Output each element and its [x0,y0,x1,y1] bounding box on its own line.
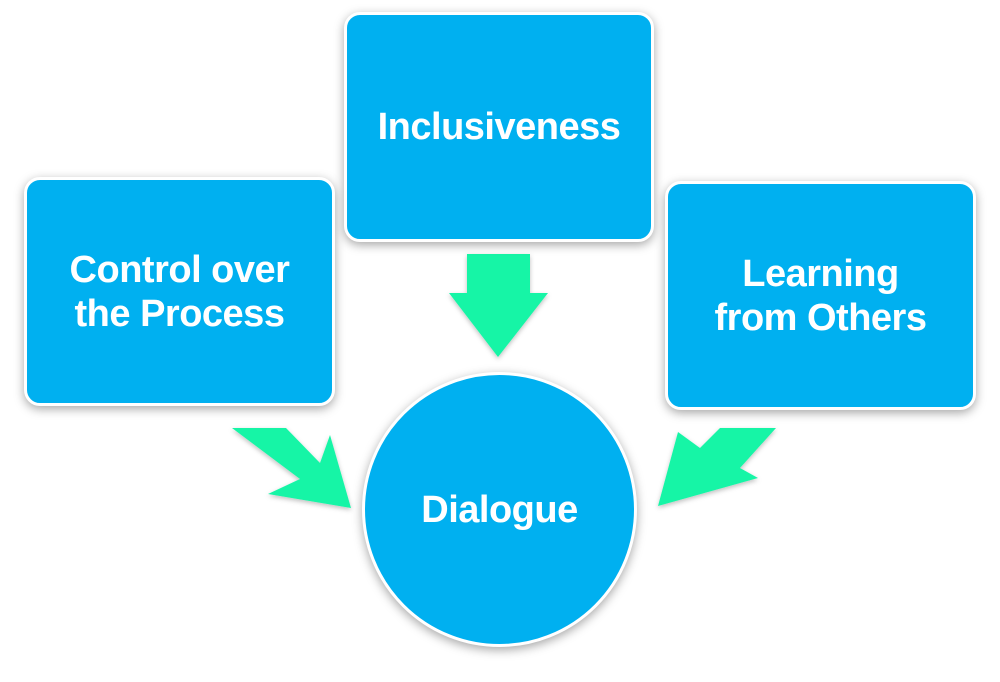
arrow-down-icon [449,254,548,357]
inclusiveness-box: Inclusiveness [344,12,654,242]
inclusiveness-label: Inclusiveness [377,106,621,148]
dialogue-label: Dialogue [421,488,578,531]
learning-from-others-box: Learning from Others [665,181,976,410]
arrow-diagonal-right-icon [232,428,351,508]
arrow-diagonal-left-icon [658,428,776,506]
control-over-process-box: Control over the Process [24,177,335,406]
control-over-process-label: Control over the Process [69,248,290,335]
dialogue-circle: Dialogue [362,372,637,647]
learning-from-others-label: Learning from Others [714,252,927,339]
